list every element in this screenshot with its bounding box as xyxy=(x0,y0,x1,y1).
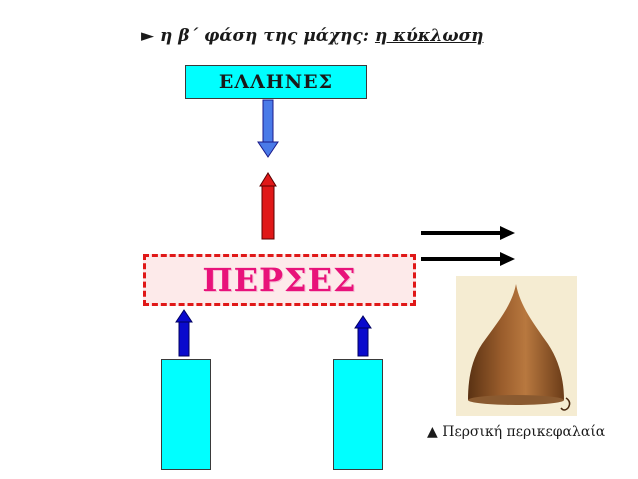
caption-marker: ▲ xyxy=(427,424,438,440)
black-arrow-bottom xyxy=(421,252,515,266)
greeks-label: ΕΛΛΗΝΕΣ xyxy=(218,71,334,93)
title-main: η β΄ φάση της μάχης: xyxy=(160,26,370,46)
caption-text: Περσική περικεφαλαία xyxy=(442,424,606,440)
helmet-photo xyxy=(456,276,577,416)
up-arrow-red xyxy=(259,172,277,240)
up-arrow-left-wing xyxy=(175,309,193,357)
right-wing-box xyxy=(333,359,383,470)
persians-label: ΠΕΡΣΕΣ xyxy=(202,261,357,299)
title-marker: ► xyxy=(141,26,155,46)
title-sub: η κύκλωση xyxy=(374,26,484,46)
persians-box: ΠΕΡΣΕΣ xyxy=(143,254,416,306)
down-arrow-greeks xyxy=(257,99,279,158)
black-arrow-top xyxy=(421,226,515,240)
persian-helmet-icon xyxy=(468,284,571,411)
slide-title: ► η β΄ φάση της μάχης: η κύκλωση xyxy=(141,26,484,46)
left-wing-box xyxy=(161,359,211,470)
up-arrow-right-wing xyxy=(354,315,372,357)
helmet-caption: ▲ Περσική περικεφαλαία xyxy=(427,424,605,440)
greeks-box: ΕΛΛΗΝΕΣ xyxy=(185,65,367,99)
